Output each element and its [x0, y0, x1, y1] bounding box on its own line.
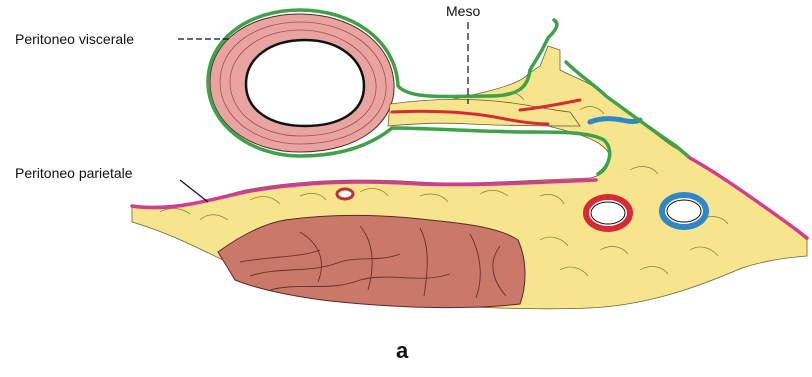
label-meso: Meso — [446, 4, 480, 18]
intestinal-lumen — [246, 40, 364, 126]
label-peritoneo-parietale: Peritoneo parietale — [15, 166, 133, 180]
panel-letter: a — [396, 340, 408, 362]
leader-peritoneo-parietale — [180, 180, 208, 202]
small-vessel — [337, 189, 353, 199]
label-peritoneo-viscerale: Peritoneo viscerale — [15, 32, 134, 46]
